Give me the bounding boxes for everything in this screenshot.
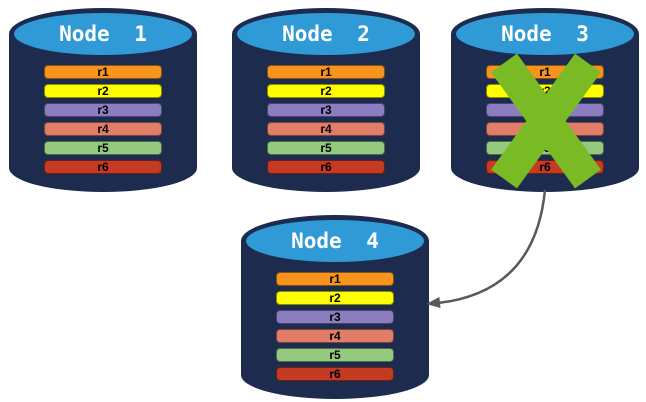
cylinder-top: Node 1 bbox=[9, 8, 197, 60]
node-4-cylinder: Node 4 r1 r2 r3 r4 r5 r6 bbox=[241, 215, 429, 399]
node-title: Node 1 bbox=[59, 22, 147, 46]
row-r1: r1 bbox=[267, 65, 385, 79]
row-r1: r1 bbox=[276, 272, 394, 286]
row-r3: r3 bbox=[276, 310, 394, 324]
node-title: Node 4 bbox=[291, 229, 379, 253]
node-3-cylinder: Node 3 r1 r2 r3 r4 r5 r6 bbox=[451, 8, 639, 192]
row-r4: r4 bbox=[44, 122, 162, 136]
row-r4: r4 bbox=[276, 329, 394, 343]
green-x-icon bbox=[491, 53, 601, 189]
row-r2: r2 bbox=[44, 84, 162, 98]
row-r2: r2 bbox=[267, 84, 385, 98]
cylinder-top: Node 3 bbox=[451, 8, 639, 60]
row-r4: r4 bbox=[267, 122, 385, 136]
row-r6: r6 bbox=[44, 160, 162, 174]
row-r6: r6 bbox=[267, 160, 385, 174]
row-r1: r1 bbox=[44, 65, 162, 79]
row-r5: r5 bbox=[44, 141, 162, 155]
row-r6: r6 bbox=[276, 367, 394, 381]
arrow-curve bbox=[437, 189, 547, 305]
node-title: Node 2 bbox=[282, 22, 370, 46]
row-r2: r2 bbox=[276, 291, 394, 305]
row-stack: r1 r2 r3 r4 r5 r6 bbox=[267, 65, 385, 179]
row-r3: r3 bbox=[267, 103, 385, 117]
node-1-cylinder: Node 1 r1 r2 r3 r4 r5 r6 bbox=[9, 8, 197, 192]
row-r5: r5 bbox=[267, 141, 385, 155]
row-r3: r3 bbox=[44, 103, 162, 117]
x-stroke-2 bbox=[491, 53, 601, 189]
cylinder-top: Node 4 bbox=[241, 215, 429, 267]
row-stack: r1 r2 r3 r4 r5 r6 bbox=[44, 65, 162, 179]
row-r5: r5 bbox=[276, 348, 394, 362]
cylinder-top: Node 2 bbox=[232, 8, 420, 60]
row-stack: r1 r2 r3 r4 r5 r6 bbox=[276, 272, 394, 386]
node-title: Node 3 bbox=[501, 22, 589, 46]
node-2-cylinder: Node 2 r1 r2 r3 r4 r5 r6 bbox=[232, 8, 420, 192]
